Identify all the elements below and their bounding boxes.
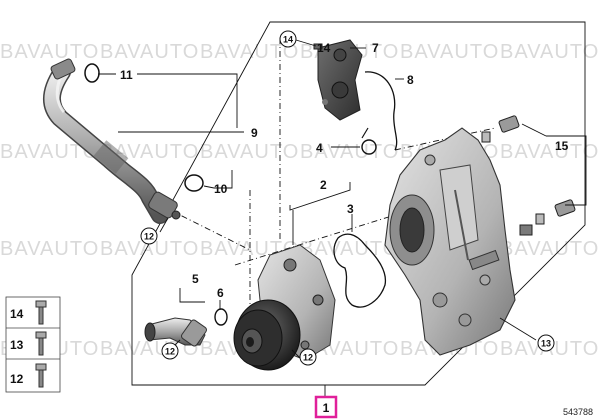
o-ring-10 (184, 174, 204, 192)
callout-label: 11 (120, 68, 133, 82)
bolt-icon (35, 331, 47, 339)
callout-label: 12 (144, 232, 154, 242)
legend-label: 12 (10, 372, 24, 386)
watermark: BAVAUTO (200, 141, 299, 163)
watermark: BAVAUTO (300, 141, 399, 163)
callout-label: 9 (251, 126, 258, 140)
callout-label: 13 (541, 339, 551, 349)
alignment-line (234, 214, 396, 266)
watermark: BAVAUTO (100, 238, 199, 260)
watermark: BAVAUTO (500, 238, 599, 260)
callout-label: 6 (217, 286, 224, 300)
callout-label: 8 (407, 73, 414, 87)
callout-label: 12 (165, 347, 175, 357)
thermostat-cover (317, 39, 363, 121)
pump-pulley (233, 299, 301, 371)
watermark: BAVAUTO (100, 41, 199, 63)
highlight-box (314, 395, 338, 419)
thermostat-ring-4 (361, 139, 377, 155)
callout-label: 5 (192, 272, 199, 286)
thermostat-pin (361, 127, 369, 139)
leader-line (289, 182, 351, 211)
leader-line (546, 135, 587, 206)
callout-circle (299, 348, 317, 366)
bolt-14 (313, 43, 323, 50)
callout-label: 10 (214, 182, 228, 196)
o-ring-11 (84, 63, 100, 83)
pump-housing (384, 127, 516, 356)
leader-line (179, 288, 205, 303)
coolant-pipe (43, 58, 181, 224)
leader-line (295, 39, 317, 47)
pipe-elbow (144, 317, 208, 347)
callout-label: 2 (320, 178, 327, 192)
callout-circle (537, 334, 555, 352)
leader-line (159, 217, 169, 233)
pump-gasket-3 (333, 233, 387, 308)
callout-circle (140, 227, 158, 245)
fastener-legend: 14 13 12 (5, 296, 61, 393)
callout-label: 7 (372, 41, 379, 55)
leader-line (499, 317, 537, 341)
bolts-15 (481, 115, 576, 236)
watermark: BAVAUTO (500, 41, 599, 63)
watermark: BAVAUTO (200, 41, 299, 63)
alignment-line (169, 209, 251, 251)
watermark: BAVAUTO (500, 141, 599, 163)
callout-label: 3 (347, 202, 354, 216)
callout-label: 14 (283, 35, 293, 45)
callout-label-highlighted: 1 (323, 401, 330, 415)
bolt-icon (35, 300, 47, 308)
watermark: BAVAUTO (0, 141, 99, 163)
callout-label: 12 (303, 353, 313, 363)
bolt-icon (35, 363, 47, 371)
legend-label: 14 (10, 307, 24, 321)
leader-line (203, 170, 233, 189)
callout-label: 14 (317, 41, 331, 55)
watermark: BAVAUTO (0, 238, 99, 260)
callout-circle (161, 342, 179, 360)
reference-number: 543788 (563, 407, 593, 417)
leader-line (137, 73, 238, 128)
assembly-outline (131, 21, 586, 386)
o-ring-6 (214, 308, 228, 326)
watermark: BAVAUTO (400, 41, 499, 63)
leader-line (291, 349, 301, 359)
seal-8 (364, 71, 398, 151)
callout-label: 15 (555, 139, 569, 153)
leader-line (521, 123, 547, 137)
callout-circle (279, 30, 297, 48)
watermark: BAVAUTO (0, 41, 99, 63)
alignment-line (394, 127, 496, 151)
legend-label: 13 (10, 338, 24, 352)
callout-label: 4 (316, 141, 323, 155)
